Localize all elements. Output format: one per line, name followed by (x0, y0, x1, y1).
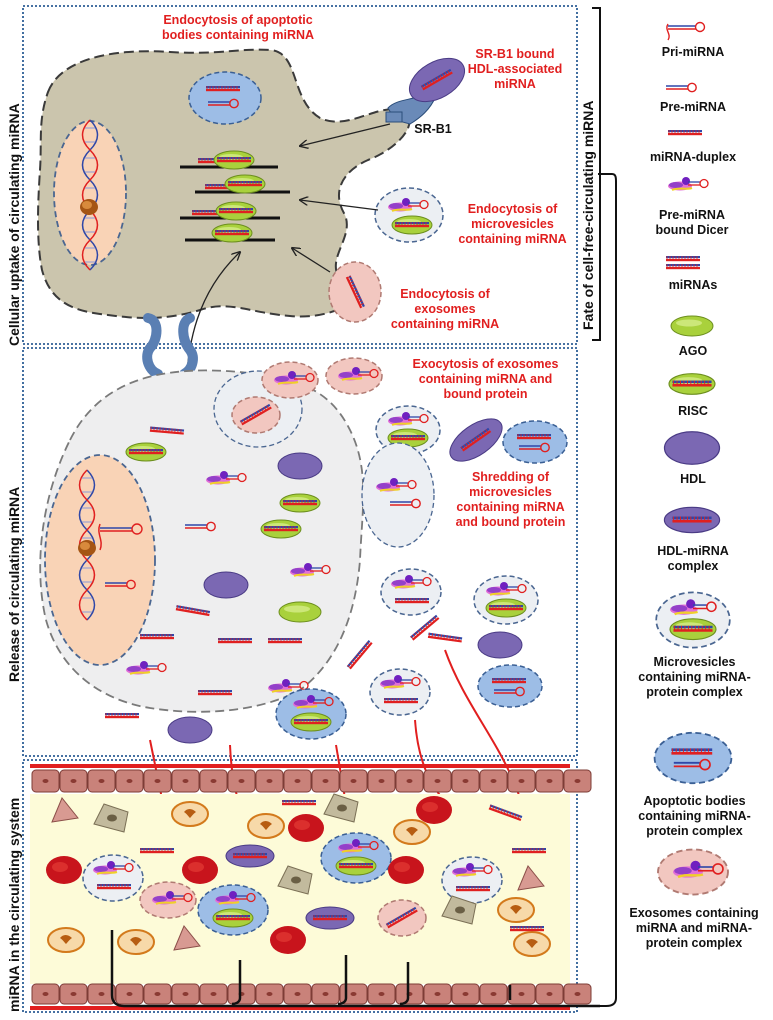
pri-mirna-in-nucleus (98, 523, 143, 551)
endothelial-nucleus (350, 779, 357, 783)
endothelial-nucleus (210, 992, 217, 996)
endothelial-nucleus (350, 992, 357, 996)
legend-label-hdl-mirna: HDL-miRNA complex (657, 544, 729, 573)
endothelial-nucleus (574, 992, 581, 996)
exocytosis-label: Exocytosis of exosomes containing miRNA … (412, 357, 559, 401)
risc-icon (669, 374, 715, 395)
donor-polymerase (78, 540, 96, 556)
srb1-label: SR-B1 (414, 122, 452, 136)
endothelial-nucleus (238, 779, 245, 783)
microvesicle-uptake-label: Endocytosis of microvesicles containing … (458, 202, 567, 246)
pri-mirna-icon (666, 21, 706, 41)
microvesicle-icon (656, 592, 730, 647)
endothelial-nucleus (322, 779, 329, 783)
endothelial-nucleus (154, 992, 161, 996)
endothelial-nucleus (126, 992, 133, 996)
apoptotic-uptake-label: Endocytosis of apoptotic bodies containi… (161, 13, 315, 42)
legend-label-dicer: Pre-miRNA bound Dicer (655, 208, 729, 237)
endothelial-nucleus (518, 779, 525, 783)
fate-bracket-outer (596, 173, 617, 1007)
legend-label-apoptotic-bodies: Apoptotic bodies containing miRNA-protei… (638, 794, 751, 838)
endothelial-nucleus (210, 779, 217, 783)
dicer-icon (667, 176, 709, 192)
hdl-icon (663, 431, 721, 465)
endothelial-nucleus (434, 992, 441, 996)
endothelial-nucleus (70, 992, 77, 996)
apoptotic-body-taken-up (188, 71, 262, 125)
legend-label-ago: AGO (678, 344, 708, 358)
uptake-nucleus (53, 120, 127, 266)
endothelial-nucleus (322, 992, 329, 996)
endothelial-nucleus (574, 779, 581, 783)
pre-mirna-icon (665, 82, 697, 93)
endothelial-nucleus (182, 992, 189, 996)
recipient-cell (37, 48, 411, 319)
exosome-uptake-label: Endocytosis of exosomes containing miRNA (390, 287, 500, 331)
endothelial-nucleus (98, 992, 105, 996)
legend-icons (655, 21, 732, 895)
shredding-label: Shredding of microvesicles containing mi… (455, 470, 566, 529)
vessel-top-wall (31, 769, 592, 793)
microvesicle-entering (374, 187, 444, 243)
endothelial-nucleus (490, 779, 497, 783)
legend-label-microvesicles: Microvesicles containing miRNA-protein c… (638, 655, 751, 699)
endothelial-nucleus (518, 992, 525, 996)
endothelial-nucleus (294, 779, 301, 783)
endothelial-nucleus (266, 779, 273, 783)
endothelial-nucleus (126, 779, 133, 783)
hdl-mirna-icon (664, 507, 719, 532)
ago-icon (670, 315, 714, 337)
circulation-panel-title: miRNA in the circulating system (6, 797, 22, 1012)
srb1-hdl-label: SR-B1 bound HDL-associated miRNA (467, 47, 563, 91)
legend-label-pri-mirna: Pri-miRNA (661, 45, 725, 59)
release-panel (22, 347, 578, 757)
mirna-duplex-icon (667, 129, 703, 136)
circulation-panel (22, 759, 578, 1013)
endothelial-nucleus (70, 779, 77, 783)
donor-nucleus (44, 454, 156, 666)
release-panel-title: Release of circulating miRNA (6, 486, 22, 682)
endothelial-nucleus (378, 992, 385, 996)
srb1-hdl (409, 57, 465, 103)
fate-title: Fate of cell-free-circulating miRNA (580, 100, 596, 331)
endothelial-nucleus (154, 779, 161, 783)
endothelial-nucleus (266, 992, 273, 996)
legend-label-risc: RISC (678, 404, 708, 418)
mirnas-icon (665, 255, 701, 270)
endothelial-nucleus (406, 779, 413, 783)
endothelial-nucleus (462, 779, 469, 783)
legend-label-hdl: HDL (680, 472, 706, 486)
endothelial-nucleus (42, 779, 49, 783)
uptake-panel-title: Cellular uptake of circulating miRNA (6, 103, 22, 346)
circulation-connectors (110, 930, 600, 1008)
legend-label-mirnas: miRNAs (668, 278, 718, 292)
released-exosomes (104, 358, 567, 744)
legend-label-mirna-duplex: miRNA-duplex (649, 150, 737, 164)
endothelial-nucleus (546, 779, 553, 783)
apoptotic-body-icon (655, 733, 732, 783)
legend-label-pre-mirna: Pre-miRNA (660, 100, 726, 114)
endothelial-nucleus (182, 779, 189, 783)
endothelial-nucleus (546, 992, 553, 996)
vessel-bottom-line (30, 1006, 570, 1010)
uptake-panel (22, 5, 578, 345)
endothelial-nucleus (294, 992, 301, 996)
gap-junction (142, 313, 198, 379)
uptake-polymerase (80, 199, 98, 215)
endothelial-nucleus (378, 779, 385, 783)
er-strands (180, 151, 290, 242)
endothelial-nucleus (98, 779, 105, 783)
vessel-bottom-wall (31, 983, 592, 1005)
endothelial-nucleus (434, 779, 441, 783)
legend-label-exosomes: Exosomes containing miRNA and miRNA-prot… (629, 906, 759, 950)
endothelial-nucleus (462, 992, 469, 996)
exosome-icon (658, 850, 728, 895)
exosome-entering (328, 261, 382, 323)
endothelial-nucleus (42, 992, 49, 996)
endothelial-nucleus (490, 992, 497, 996)
vessel-top-line (30, 764, 570, 768)
